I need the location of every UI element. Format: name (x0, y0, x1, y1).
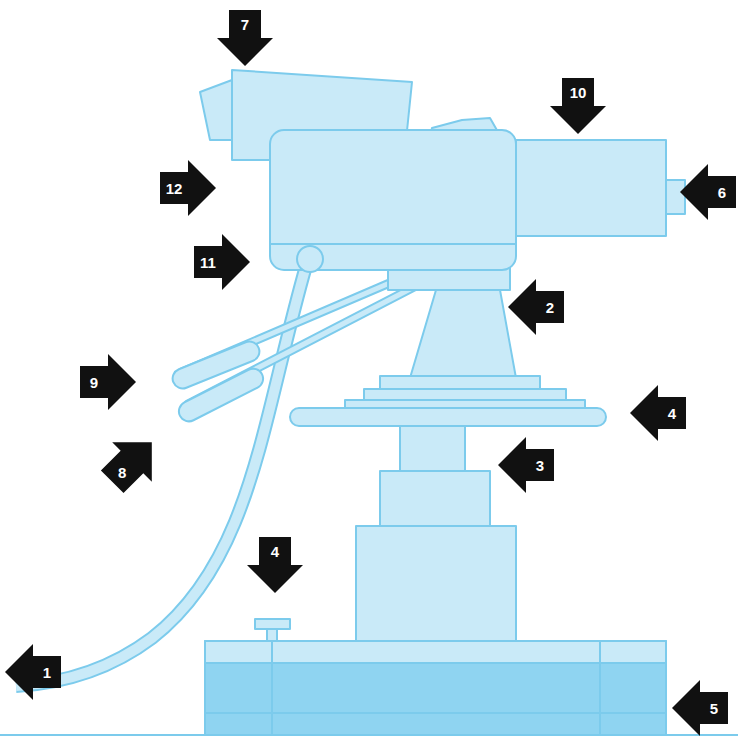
block-arrow (630, 385, 686, 441)
camera-cable (16, 266, 306, 686)
brake-stem (267, 628, 277, 642)
arrow-shape (5, 644, 61, 700)
callout-arrow: 4 (630, 385, 686, 441)
callout-arrow: 5 (672, 680, 728, 736)
callout-number: 2 (546, 300, 554, 315)
arrow-shape (630, 385, 686, 441)
callout-number: 9 (90, 375, 98, 390)
callout-arrow: 6 (680, 164, 736, 220)
viewfinder-hood (200, 80, 232, 140)
callout-arrow: 3 (498, 437, 554, 493)
callout-number: 1 (43, 665, 51, 680)
column-middle (380, 471, 490, 526)
arrow-shape (80, 354, 136, 410)
body-band (271, 243, 515, 245)
lens (516, 140, 666, 236)
block-arrow (508, 279, 564, 335)
base-line (271, 641, 273, 735)
pedestal-base (205, 641, 666, 735)
block-arrow (217, 10, 273, 66)
arrow-shape (508, 279, 564, 335)
callout-number: 11 (200, 255, 216, 270)
callout-arrow: 11 (194, 234, 250, 290)
arrow-shape (672, 680, 728, 736)
callout-arrow: 10 (550, 78, 606, 134)
callout-number: 7 (241, 17, 249, 32)
callout-number: 5 (710, 701, 718, 716)
steering-ring (290, 408, 606, 426)
callout-arrow: 7 (217, 10, 273, 66)
callout-arrow: 8 (104, 434, 160, 490)
brake-knob (255, 619, 290, 629)
cable-socket (297, 246, 323, 272)
camera-cable-core (16, 266, 306, 686)
block-arrow (160, 160, 216, 216)
floor-line (0, 734, 738, 736)
pan-tilt-head (410, 290, 516, 378)
block-arrow (5, 644, 61, 700)
block-arrow (680, 164, 736, 220)
arrow-shape (680, 164, 736, 220)
arrow-shape (498, 437, 554, 493)
callout-number: 4 (668, 406, 676, 421)
callout-number: 10 (570, 85, 587, 100)
block-arrow (80, 354, 136, 410)
handle-grip (175, 365, 266, 425)
base-line (205, 712, 666, 714)
block-arrow (550, 78, 606, 134)
block-arrow (247, 537, 303, 593)
lens-front (666, 180, 685, 214)
callout-arrow: 9 (80, 354, 136, 410)
callout-number: 3 (536, 458, 544, 473)
callout-number: 4 (271, 544, 279, 559)
callout-arrow: 4 (247, 537, 303, 593)
block-arrow (498, 437, 554, 493)
callout-number: 6 (718, 185, 726, 200)
block-arrow (672, 680, 728, 736)
base-line (599, 641, 601, 735)
head-mount (388, 268, 510, 290)
callout-number: 8 (118, 464, 126, 479)
callout-number: 12 (166, 181, 183, 196)
column-top (400, 425, 465, 471)
callout-arrow: 2 (508, 279, 564, 335)
callout-arrow: 1 (5, 644, 61, 700)
callout-arrow: 12 (160, 160, 216, 216)
block-arrow (194, 234, 250, 290)
block-arrow (92, 422, 171, 501)
base-top (205, 641, 666, 663)
head-step (380, 376, 540, 389)
column-base (356, 526, 516, 642)
arrow-shape (104, 434, 160, 490)
